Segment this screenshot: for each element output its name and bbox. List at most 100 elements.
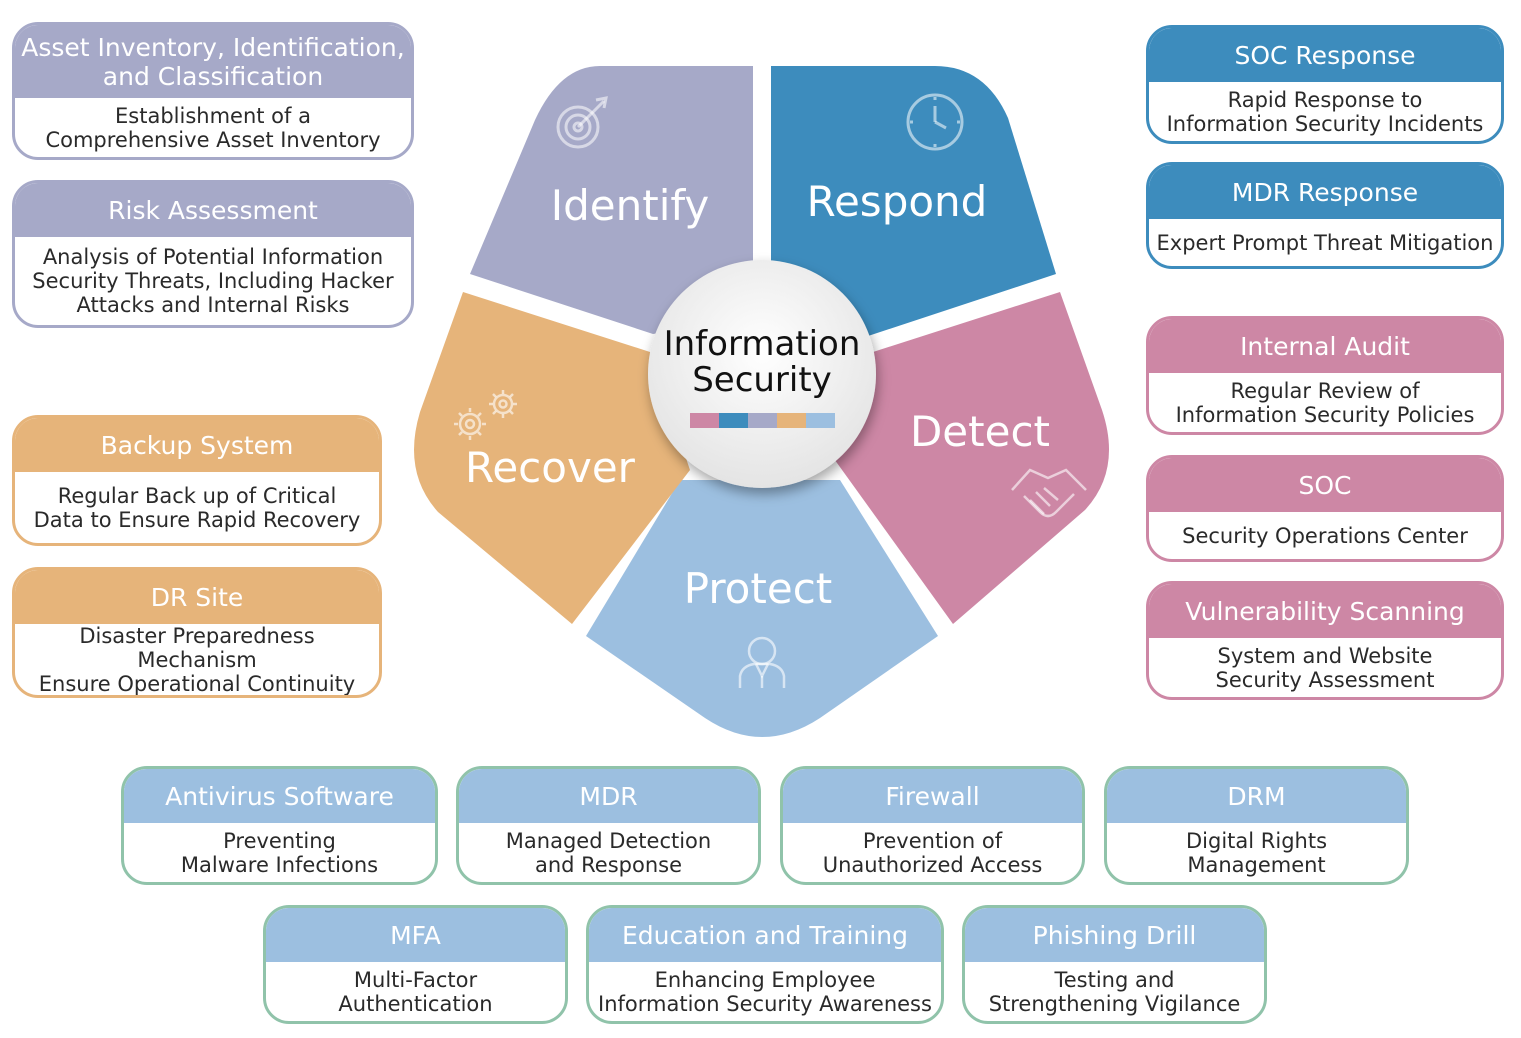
card-title-line: Backup System (100, 430, 294, 460)
card-title-line: DR Site (150, 582, 244, 612)
card-description: Regular Review of Information Security P… (1149, 373, 1501, 432)
center-bar-swatch (690, 413, 719, 428)
center-color-bar (690, 413, 835, 428)
card-title-line: Firewall (885, 781, 980, 811)
card-antivirus-software[interactable]: Antivirus Software Preventing Malware In… (121, 766, 438, 885)
card-education-training[interactable]: Education and Training Enhancing Employe… (586, 905, 944, 1024)
center-title-line: Security (692, 360, 832, 400)
card-desc-line: Information Security Policies (1175, 402, 1475, 427)
identify-segment[interactable] (470, 66, 753, 334)
card-desc-line: Digital Rights (1185, 828, 1328, 853)
card-drm[interactable]: DRM Digital Rights Management (1104, 766, 1409, 885)
card-title-line: MDR (579, 781, 638, 811)
handshake-icon (1011, 468, 1087, 518)
center-bar-swatch (806, 413, 835, 428)
card-desc-line: Data to Ensure Rapid Recovery (33, 507, 361, 532)
card-desc-line: Disaster Preparedness Mechanism (79, 624, 315, 672)
card-phishing-drill[interactable]: Phishing Drill Testing and Strengthening… (962, 905, 1267, 1024)
center-bar-swatch (748, 413, 777, 428)
card-desc-line: and Response (534, 852, 683, 877)
card-title: MFA (266, 908, 565, 962)
card-risk-assessment[interactable]: Risk Assessment Analysis of Potential In… (12, 180, 414, 328)
card-mdr[interactable]: MDR Managed Detection and Response (456, 766, 761, 885)
card-desc-line: Information Security Awareness (598, 991, 932, 1016)
card-desc-line: Testing and (1054, 967, 1175, 992)
card-title: Education and Training (589, 908, 941, 962)
card-title: SOC (1149, 458, 1501, 512)
protect-label: Protect (684, 564, 833, 613)
card-desc-line: Comprehensive Asset Inventory (45, 127, 381, 152)
target-icon (556, 96, 608, 149)
card-title-line: Antivirus Software (165, 781, 394, 811)
identify-label: Identify (551, 181, 710, 230)
card-title-line: Education and Training (621, 920, 909, 950)
card-title-line: DRM (1227, 781, 1286, 811)
card-soc[interactable]: SOC Security Operations Center (1146, 455, 1504, 562)
protect-segment[interactable] (586, 480, 938, 737)
center-title-line: Information (663, 324, 861, 364)
card-description: Security Operations Center (1149, 512, 1501, 559)
card-desc-line: Strengthening Vigilance (988, 991, 1241, 1016)
card-description: Regular Back up of Critical Data to Ensu… (15, 472, 379, 543)
card-description: Preventing Malware Infections (124, 823, 435, 882)
card-desc-line: Security Threats, Including Hacker (32, 269, 394, 293)
card-title: MDR (459, 769, 758, 823)
card-firewall[interactable]: Firewall Prevention of Unauthorized Acce… (780, 766, 1085, 885)
respond-segment[interactable] (771, 66, 1056, 338)
card-desc-line: Security Operations Center (1182, 523, 1468, 548)
card-mfa[interactable]: MFA Multi-Factor Authentication (263, 905, 568, 1024)
center-bar-swatch (719, 413, 748, 428)
card-description: Establishment of a Comprehensive Asset I… (15, 98, 411, 157)
card-desc-line: Regular Back up of Critical (57, 483, 337, 508)
card-description: Rapid Response to Information Security I… (1149, 82, 1501, 141)
card-desc-line: Security Assessment (1215, 667, 1435, 692)
card-desc-line: Multi-Factor (353, 967, 478, 992)
card-description: Prevention of Unauthorized Access (783, 823, 1082, 882)
card-title-line: SOC Response (1234, 40, 1416, 70)
card-desc-line: Establishment of a (115, 103, 311, 128)
gears-icon (454, 390, 517, 440)
card-mdr-response[interactable]: MDR Response Expert Prompt Threat Mitiga… (1146, 162, 1504, 269)
card-desc-line: Information Security Incidents (1166, 111, 1484, 136)
card-desc-line: Preventing (223, 828, 336, 853)
card-desc-line: Enhancing Employee (654, 967, 876, 992)
card-title: Vulnerability Scanning (1149, 584, 1501, 638)
card-description: Multi-Factor Authentication (266, 962, 565, 1021)
card-title-line: Asset Inventory, Identification, (21, 32, 405, 62)
card-desc-line: Prevention of (862, 828, 1003, 853)
card-soc-response[interactable]: SOC Response Rapid Response to Informati… (1146, 25, 1504, 144)
detect-segment[interactable] (832, 292, 1110, 624)
card-title-line: MFA (390, 920, 441, 950)
card-asset-inventory[interactable]: Asset Inventory, Identification, and Cla… (12, 22, 414, 160)
card-title: Antivirus Software (124, 769, 435, 823)
card-internal-audit[interactable]: Internal Audit Regular Review of Informa… (1146, 316, 1504, 435)
recover-segment[interactable] (414, 292, 690, 624)
card-desc-line: Unauthorized Access (822, 852, 1043, 877)
card-description: System and Website Security Assessment (1149, 638, 1501, 697)
recover-label: Recover (465, 443, 636, 492)
card-description: Testing and Strengthening Vigilance (965, 962, 1264, 1021)
card-title-line: MDR Response (1231, 177, 1419, 207)
card-desc-line: Malware Infections (180, 852, 379, 877)
card-title-line: Risk Assessment (108, 195, 318, 225)
card-backup-system[interactable]: Backup System Regular Back up of Critica… (12, 415, 382, 546)
center-title: Information Security (652, 326, 872, 398)
center-bar-swatch (777, 413, 806, 428)
card-desc-line: Attacks and Internal Risks (76, 293, 350, 317)
card-desc-line: Regular Review of (1230, 378, 1420, 403)
card-description: Enhancing Employee Information Security … (589, 962, 941, 1021)
card-description: Expert Prompt Threat Mitigation (1149, 219, 1501, 266)
card-title: DR Site (15, 570, 379, 624)
card-dr-site[interactable]: DR Site Disaster Preparedness Mechanism … (12, 567, 382, 698)
card-title-line: Internal Audit (1240, 331, 1410, 361)
card-vulnerability-scanning[interactable]: Vulnerability Scanning System and Websit… (1146, 581, 1504, 700)
card-desc-line: Authentication (338, 991, 493, 1016)
respond-label: Respond (807, 177, 988, 226)
card-desc-line: Expert Prompt Threat Mitigation (1156, 230, 1494, 255)
clock-icon (906, 93, 964, 151)
card-title-line: and Classification (102, 61, 324, 91)
card-title: SOC Response (1149, 28, 1501, 82)
card-title: Risk Assessment (15, 183, 411, 237)
card-desc-line: Analysis of Potential Information (42, 245, 384, 269)
